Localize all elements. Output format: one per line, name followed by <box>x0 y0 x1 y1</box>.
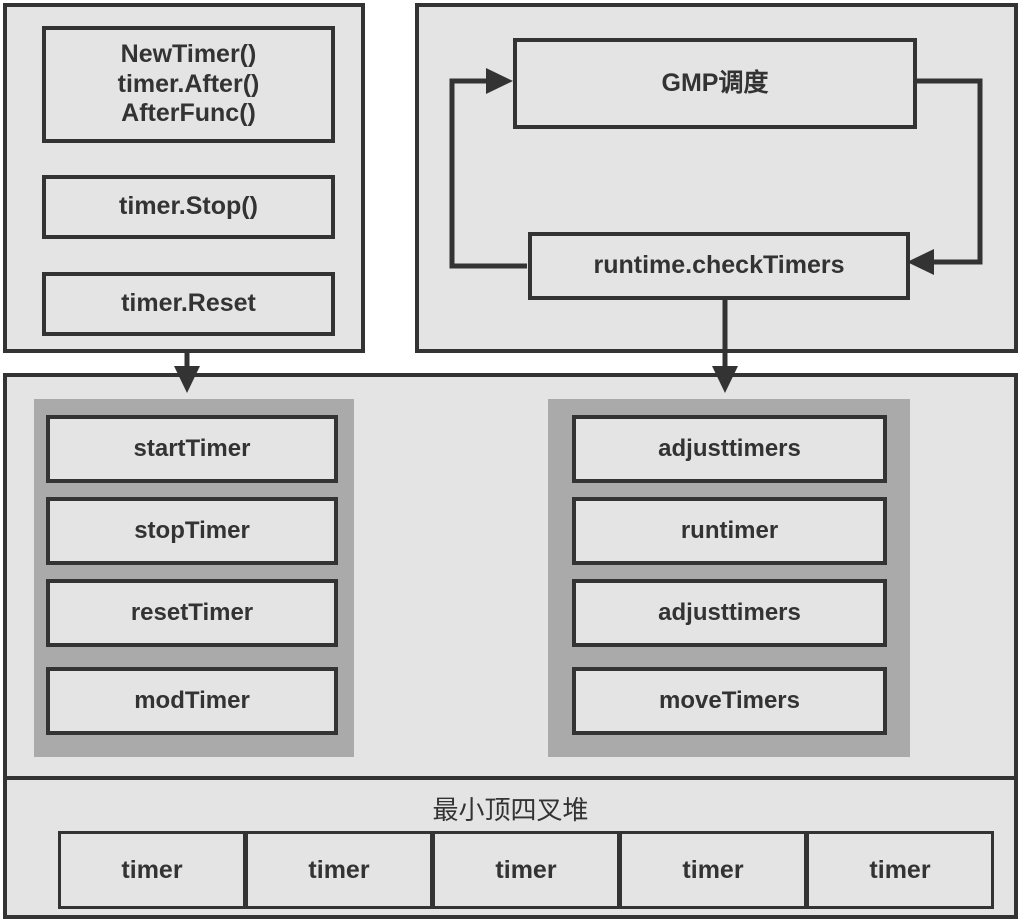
method-node-modtimer[interactable]: modTimer <box>46 667 338 735</box>
method-node-adjusttimers-2[interactable]: adjusttimers <box>572 579 887 647</box>
user-api-panel: NewTimer() timer.After() AfterFunc() tim… <box>3 3 365 353</box>
method-node-resettimer[interactable]: resetTimer <box>46 579 338 647</box>
heap-cell-3[interactable]: timer <box>619 831 807 909</box>
api-node-stop[interactable]: timer.Stop() <box>42 175 335 239</box>
heap-section: 最小顶四叉堆 timer timer timer timer timer <box>7 776 1014 919</box>
method-node-runtimer[interactable]: runtimer <box>572 497 887 565</box>
scheduler-panel: GMP调度 runtime.checkTimers <box>415 3 1018 353</box>
heap-cell-2[interactable]: timer <box>432 831 620 909</box>
timer-ops-group: startTimer stopTimer resetTimer modTimer <box>34 399 354 757</box>
scheduler-node-checktimers[interactable]: runtime.checkTimers <box>528 232 910 300</box>
api-node-reset[interactable]: timer.Reset <box>42 272 335 336</box>
heap-title: 最小顶四叉堆 <box>432 795 589 825</box>
method-node-movetimers[interactable]: moveTimers <box>572 667 887 735</box>
method-node-stoptimer[interactable]: stopTimer <box>46 497 338 565</box>
runtime-internals-panel: startTimer stopTimer resetTimer modTimer… <box>3 373 1018 919</box>
method-node-adjusttimers-1[interactable]: adjusttimers <box>572 415 887 483</box>
timer-maintenance-group: adjusttimers runtimer adjusttimers moveT… <box>548 399 910 757</box>
method-node-starttimer[interactable]: startTimer <box>46 415 338 483</box>
heap-cell-1[interactable]: timer <box>245 831 433 909</box>
heap-cell-4[interactable]: timer <box>806 831 994 909</box>
heap-cell-0[interactable]: timer <box>58 831 246 909</box>
scheduler-node-gmp[interactable]: GMP调度 <box>513 38 917 129</box>
api-node-newtimer[interactable]: NewTimer() timer.After() AfterFunc() <box>42 26 335 143</box>
